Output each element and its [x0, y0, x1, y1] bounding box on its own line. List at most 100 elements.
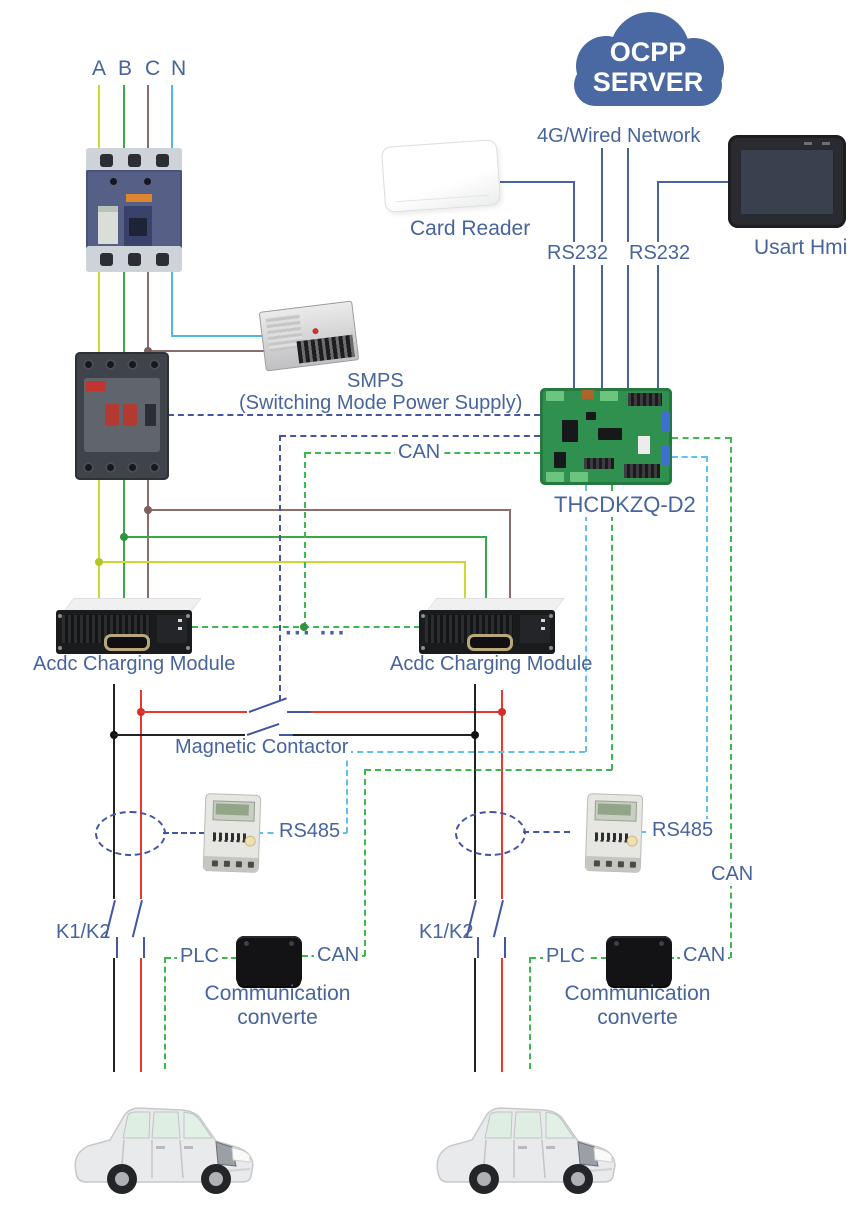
- dc-minus-wire-2: [474, 684, 476, 899]
- detail: [600, 391, 618, 401]
- detail: [659, 941, 664, 946]
- k1k2-switch-stub: [143, 937, 145, 958]
- cloud-title-line2: SERVER: [593, 67, 704, 97]
- junction-dot: [95, 558, 103, 566]
- can-bus-left-drop-2: [364, 769, 366, 956]
- dc-plus-wire-1-low: [140, 958, 142, 1072]
- contactor-control-dashed-wire: [280, 435, 540, 437]
- card-reader-label: Card Reader: [410, 217, 531, 240]
- dc-minus-wire-1-low: [113, 958, 115, 1072]
- plc-label-right: PLC: [543, 945, 588, 968]
- detail: [628, 393, 662, 406]
- k1k2-switch-stub: [477, 937, 479, 958]
- main-contactor: [75, 352, 169, 480]
- dc-minus-wire-1: [113, 684, 115, 899]
- card-reader-wire: [500, 181, 574, 183]
- detail: [156, 154, 169, 167]
- rs485-label-left: RS485: [276, 820, 344, 843]
- detail: [212, 832, 249, 843]
- can-label-right-bus: CAN: [708, 863, 757, 886]
- ct-to-meter-wire-2: [523, 831, 570, 833]
- detail: [145, 404, 156, 426]
- energy-meter-2: [584, 793, 644, 873]
- detail: [105, 359, 116, 370]
- car-illustration: [436, 1107, 616, 1194]
- detail: [554, 452, 566, 468]
- phase-a-wire-low: [98, 477, 100, 598]
- can-bus-right: [672, 437, 731, 439]
- detail: [244, 941, 249, 946]
- detail: [186, 614, 190, 618]
- ev-car-1: [66, 1082, 261, 1194]
- converter-label-2: Communication converte: [520, 982, 755, 1030]
- rs485-label-right: RS485: [649, 819, 717, 842]
- rs485-left-run: [347, 751, 585, 753]
- k1k2-switch-blade: [131, 900, 143, 938]
- detail: [215, 803, 250, 816]
- board-connector: [661, 446, 670, 466]
- detail: [593, 860, 601, 867]
- detail: [156, 253, 169, 266]
- detail: [597, 803, 632, 816]
- smps-power-supply: [258, 300, 360, 372]
- dc-plus-bus: [140, 711, 247, 713]
- junction-dot: [144, 506, 152, 514]
- detail: [605, 860, 613, 867]
- can-bus-drop: [304, 452, 306, 628]
- detail: [421, 646, 425, 650]
- detail: [186, 646, 190, 650]
- detail: [98, 206, 118, 244]
- detail: [223, 860, 231, 867]
- detail: [211, 860, 219, 867]
- can-label-converter-2: CAN: [680, 944, 729, 967]
- module-ellipsis: ··· ···: [285, 620, 347, 647]
- junction-dot: [144, 347, 152, 355]
- rs485-left-drop-2: [346, 751, 348, 833]
- phase-b-wire-mid: [123, 270, 125, 355]
- phase-c-label: C: [145, 57, 161, 80]
- charging-module-2: [419, 596, 565, 654]
- hmi-label: Usart Hmi: [754, 236, 848, 259]
- hmi-rs232-wire: [657, 181, 659, 388]
- rs485-right-drop: [706, 456, 708, 832]
- smps-title: SMPS: [347, 370, 404, 392]
- junction-dot: [498, 708, 506, 716]
- converter-label-1-line1: Communication: [204, 982, 351, 1005]
- neutral-wire-top: [171, 85, 173, 148]
- dc-plus-bus-2: [311, 711, 502, 713]
- communication-converter-1: [236, 936, 302, 986]
- detail: [58, 614, 62, 618]
- k1k2-label-left: K1/K2: [56, 921, 111, 943]
- detail: [149, 462, 160, 473]
- detail: [126, 194, 152, 202]
- phase-c-branch: [147, 509, 511, 511]
- contactor-rocker: [123, 404, 137, 426]
- detail: [520, 615, 550, 643]
- detail: [804, 142, 812, 145]
- converter-label-2-line1: Communication: [564, 982, 711, 1005]
- network-label: 4G/Wired Network: [537, 125, 701, 147]
- dc-plus-wire-2: [501, 690, 503, 899]
- detail: [83, 359, 94, 370]
- detail: [617, 861, 625, 868]
- circuit-breaker: [86, 148, 182, 272]
- detail: [421, 614, 425, 618]
- k1k2-switch-blade: [492, 900, 504, 938]
- phase-b-branch-drop: [485, 536, 487, 598]
- ev-car-2: [428, 1082, 623, 1194]
- detail: [144, 178, 151, 185]
- detail: [105, 462, 116, 473]
- detail: [244, 835, 256, 847]
- rs485-bus-right: [672, 456, 707, 458]
- rs232-label-left: RS232: [544, 242, 612, 265]
- detail: [562, 420, 578, 442]
- detail: [128, 253, 141, 266]
- dc-plus-wire-2-low: [501, 958, 503, 1072]
- plc-label-left: PLC: [177, 945, 222, 968]
- k1k2-switch-stub: [504, 937, 506, 958]
- converter-label-1-line2: converte: [237, 1006, 318, 1030]
- hmi-screen: [740, 149, 834, 215]
- card-reader-rs232-wire: [573, 181, 575, 388]
- smps-subtitle: (Switching Mode Power Supply): [239, 392, 523, 414]
- detail: [594, 832, 631, 843]
